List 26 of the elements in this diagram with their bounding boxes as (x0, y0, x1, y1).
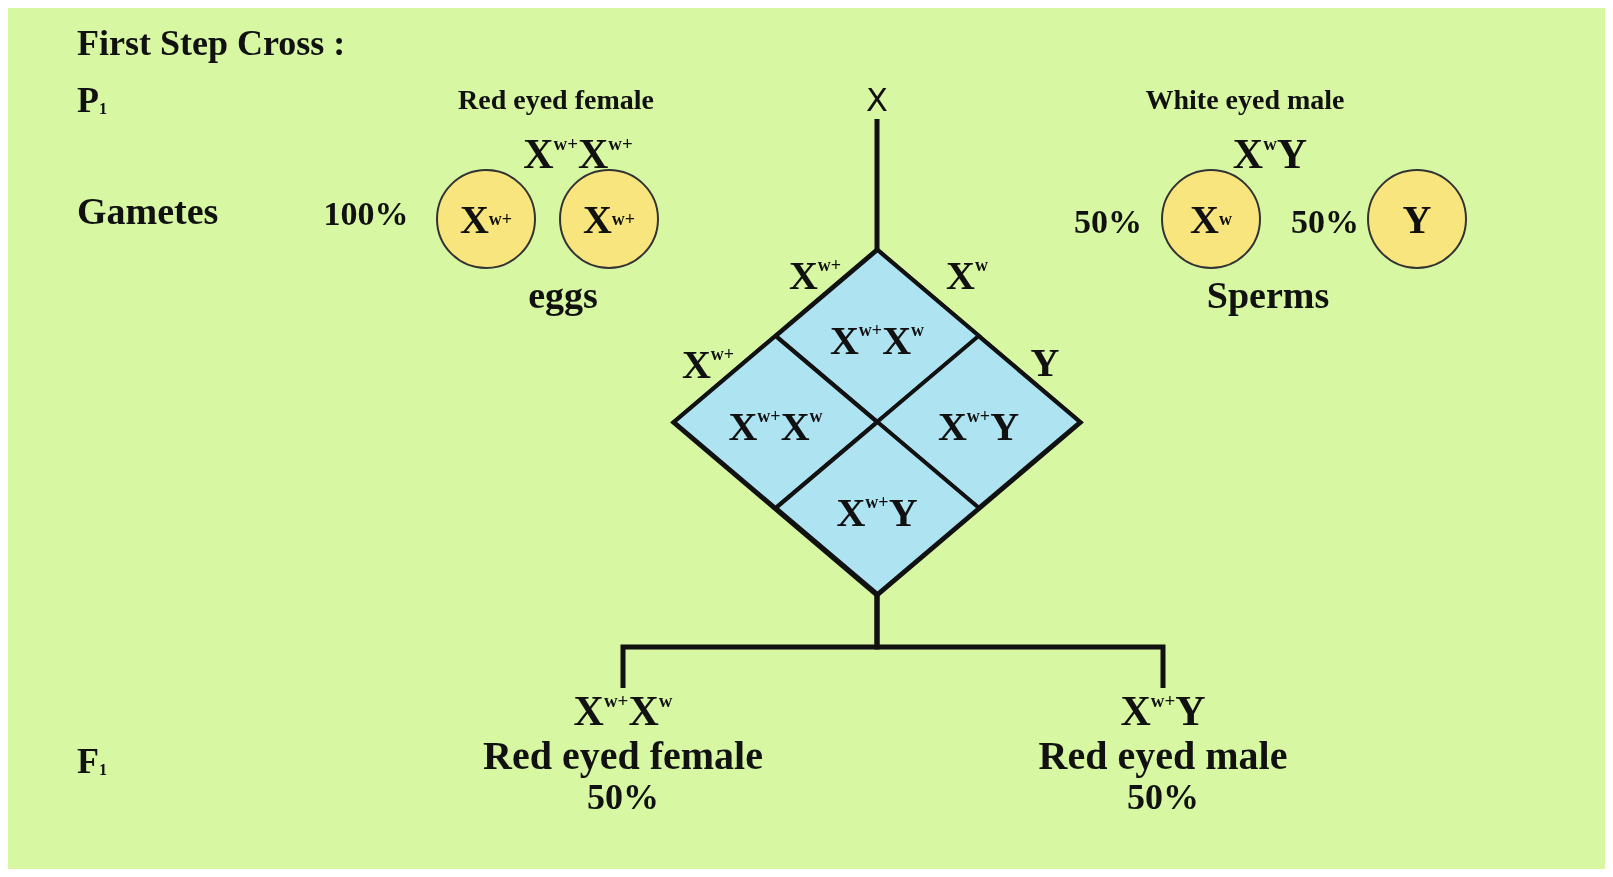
genotype-label: X$^{w+}$X$^{w}$ (830, 316, 924, 364)
genotype-label: X$^{w+}$X$^{w}$ (728, 402, 823, 450)
percentage-label: 50% (1074, 203, 1142, 241)
row-label: Gametes (77, 189, 219, 233)
percentage-label: 50% (1291, 203, 1359, 241)
percentage-label: 100% (323, 195, 409, 233)
cross-sign: X (866, 81, 888, 119)
genotype-label: X$^{w+}$Y (1120, 688, 1206, 735)
connector-line (874, 595, 1166, 688)
title-text: First Step Cross : (77, 22, 346, 64)
phenotype-label: Red eyed female (483, 734, 763, 779)
allele-label: Y (1030, 338, 1060, 386)
allele-label: X$^{w}$ (946, 251, 988, 299)
allele-label: X$^{w+}$ (788, 251, 842, 299)
percentage-label: 50% (1127, 778, 1199, 818)
genotype-label: X$^{w+}$Y (836, 488, 918, 536)
parent-label: Red eyed female (458, 84, 654, 116)
genotype-label: X$^{w+}$Y (938, 402, 1019, 450)
connector-line (874, 119, 880, 250)
phenotype-label: Red eyed male (1038, 734, 1288, 779)
percentage-label: 50% (587, 778, 659, 818)
gamete-label: Sperms (1206, 273, 1330, 317)
genotype-label: X$^{w+}$X$^{w}$ (573, 688, 673, 735)
gamete-label: eggs (528, 273, 598, 317)
parent-label: White eyed male (1145, 84, 1345, 116)
allele-label: X$^{w+}$ (681, 340, 735, 388)
